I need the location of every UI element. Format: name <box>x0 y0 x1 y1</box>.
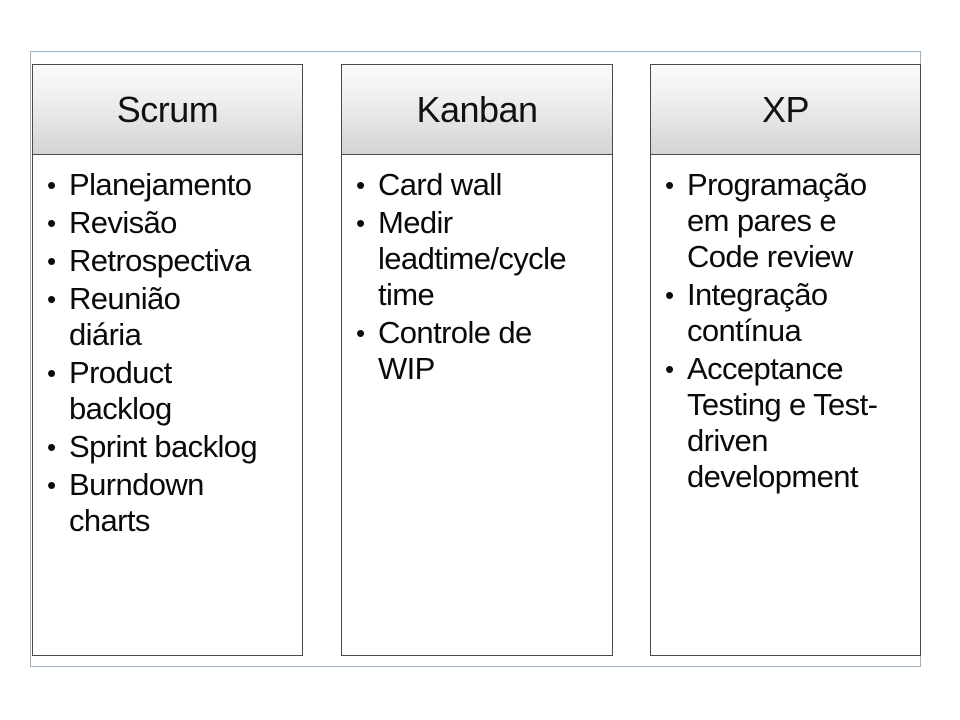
list-item: Card wall <box>354 167 606 203</box>
list-item: Planejamento <box>45 167 296 203</box>
scrum-body: Planejamento Revisão Retrospectiva Reuni… <box>33 155 302 539</box>
kanban-header: Kanban <box>342 65 612 155</box>
scrum-title: Scrum <box>116 88 219 130</box>
list-item: Programação em pares e Code review <box>663 167 902 275</box>
list-item: Medir leadtime/cycle time <box>354 205 603 313</box>
list-item: Controle de WIP <box>354 315 578 387</box>
kanban-list: Card wall Medir leadtime/cycle time Cont… <box>354 167 606 387</box>
xp-header: XP <box>651 65 920 155</box>
list-item: Sprint backlog <box>45 429 296 465</box>
list-item: Retrospectiva <box>45 243 296 279</box>
scrum-column: Scrum Planejamento Revisão Retrospectiva… <box>32 64 303 656</box>
list-item: Product backlog <box>45 355 219 427</box>
xp-body: Programação em pares e Code review Integ… <box>651 155 920 495</box>
kanban-title: Kanban <box>416 88 538 130</box>
list-item: Revisão <box>45 205 296 241</box>
list-item: Acceptance Testing e Test-driven develop… <box>663 351 902 495</box>
kanban-body: Card wall Medir leadtime/cycle time Cont… <box>342 155 612 387</box>
list-item: Integração contínua <box>663 277 867 349</box>
scrum-header: Scrum <box>33 65 302 155</box>
kanban-column: Kanban Card wall Medir leadtime/cycle ti… <box>341 64 613 656</box>
xp-column: XP Programação em pares e Code review In… <box>650 64 921 656</box>
list-item: Burndown charts <box>45 467 239 539</box>
list-item: Reunião diária <box>45 281 219 353</box>
xp-list: Programação em pares e Code review Integ… <box>663 167 914 495</box>
scrum-list: Planejamento Revisão Retrospectiva Reuni… <box>45 167 296 539</box>
xp-title: XP <box>761 88 810 130</box>
